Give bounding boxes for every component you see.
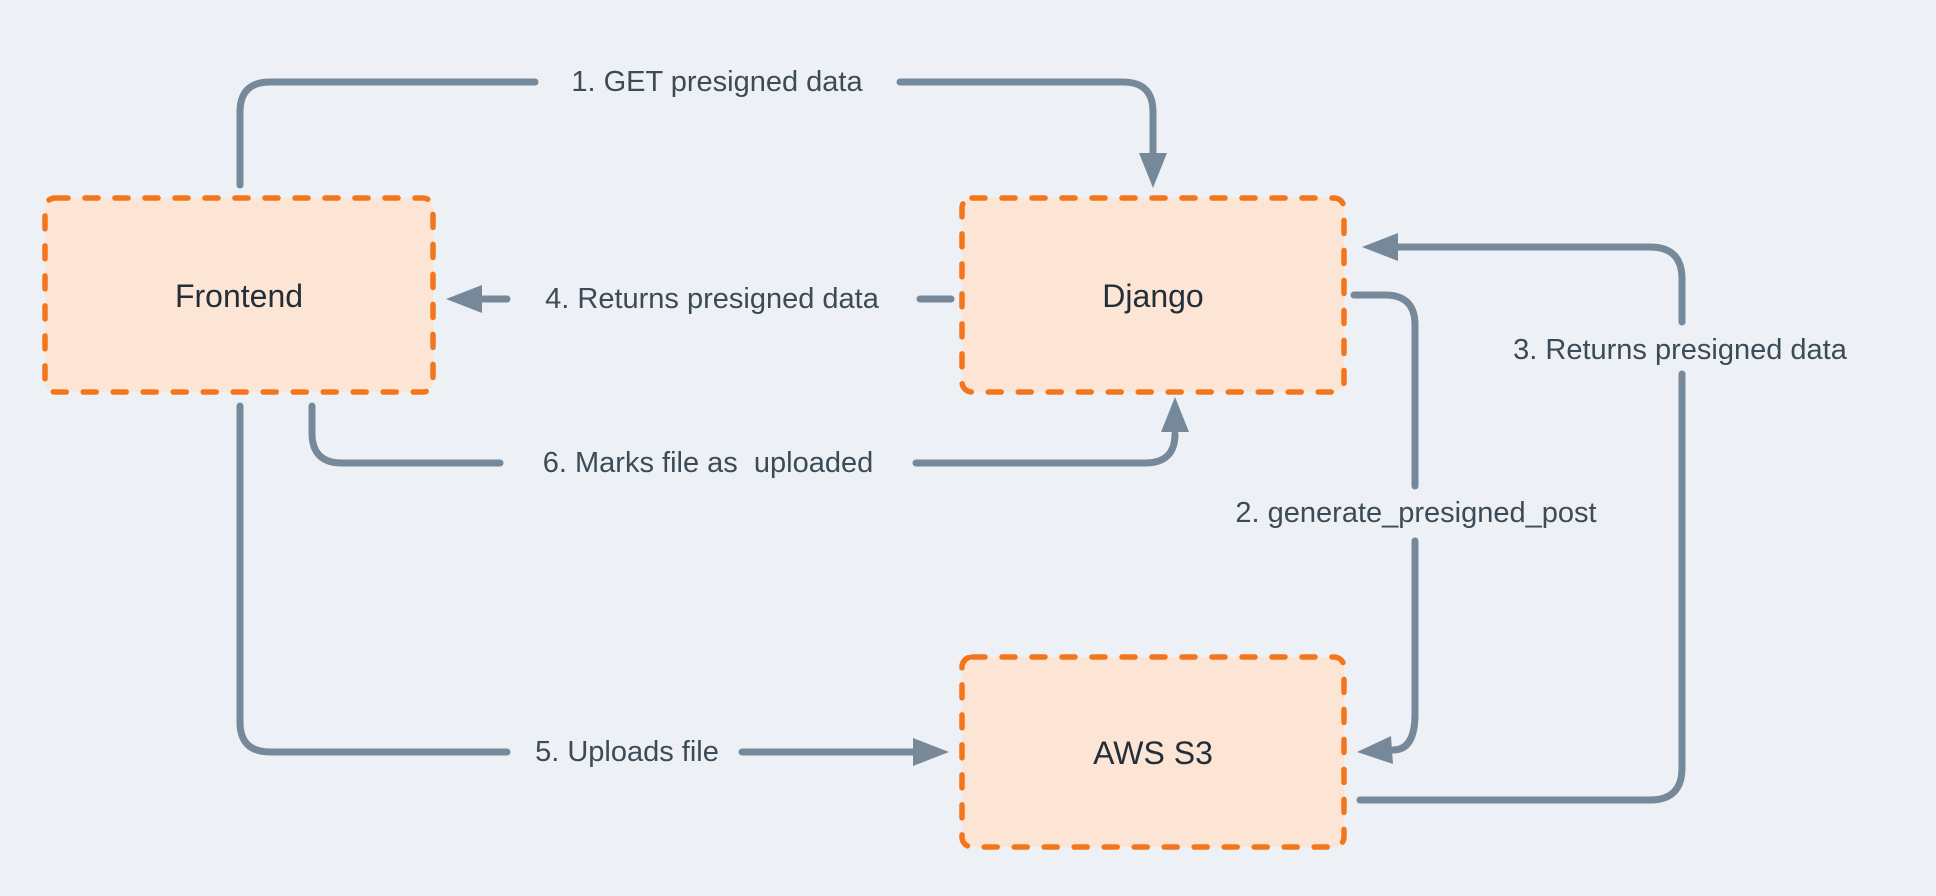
edge-6-segment-a bbox=[308, 402, 504, 467]
node-frontend-label: Frontend bbox=[175, 278, 303, 314]
node-aws-s3: AWS S3 bbox=[959, 654, 1347, 850]
edge-3-returns-presigned-data: 3. Returns presigned data bbox=[1356, 233, 1848, 804]
node-django-box bbox=[959, 195, 1347, 395]
edge-2-label: 2. generate_presigned_post bbox=[1235, 497, 1596, 529]
edge-1-segment-a bbox=[236, 78, 539, 189]
node-frontend: Frontend bbox=[42, 195, 436, 395]
edge-6-marks-file-uploaded: 6. Marks file as uploaded bbox=[308, 397, 1189, 479]
edge-3-arrowhead-icon bbox=[1362, 233, 1398, 261]
edge-1-get-presigned-data: 1. GET presigned data bbox=[236, 66, 1167, 189]
edge-5-arrowhead-icon bbox=[913, 738, 949, 766]
node-django: Django bbox=[959, 195, 1347, 395]
edge-6-segment-b bbox=[912, 430, 1179, 467]
edge-4-returns-presigned-data: 4. Returns presigned data bbox=[446, 283, 955, 315]
edge-2-segment-a bbox=[1350, 291, 1419, 490]
edge-2-segment-b bbox=[1389, 537, 1419, 754]
edge-1-arrowhead-icon bbox=[1139, 153, 1167, 188]
edge-5-uploads-file: 5. Uploads file bbox=[236, 402, 949, 768]
node-frontend-box bbox=[42, 195, 436, 395]
edge-1-segment-b bbox=[896, 78, 1157, 158]
edge-1-label: 1. GET presigned data bbox=[571, 66, 863, 98]
edge-5-label: 5. Uploads file bbox=[535, 736, 719, 768]
edge-3-segment-b bbox=[1394, 243, 1686, 326]
node-aws-s3-box bbox=[959, 654, 1347, 850]
edge-3-segment-a bbox=[1356, 370, 1686, 804]
edge-4-arrowhead-icon bbox=[446, 285, 482, 313]
edge-6-arrowhead-icon bbox=[1161, 397, 1189, 432]
edge-6-label: 6. Marks file as uploaded bbox=[543, 447, 873, 479]
node-aws-s3-label: AWS S3 bbox=[1093, 735, 1213, 771]
edge-2-arrowhead-icon bbox=[1357, 736, 1393, 764]
edge-3-label: 3. Returns presigned data bbox=[1513, 334, 1848, 366]
node-django-label: Django bbox=[1102, 278, 1203, 314]
edge-5-segment-a bbox=[236, 402, 511, 756]
edge-4-label: 4. Returns presigned data bbox=[545, 283, 880, 315]
edge-2-generate-presigned-post: 2. generate_presigned_post bbox=[1235, 291, 1597, 764]
